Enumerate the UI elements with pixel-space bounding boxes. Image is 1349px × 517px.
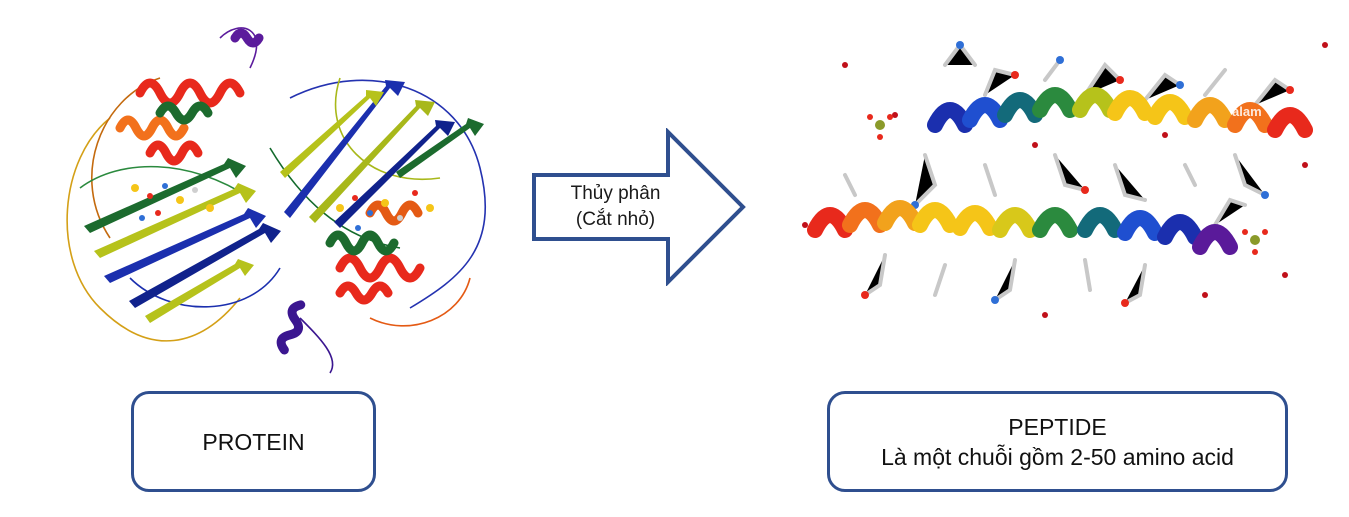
protein-label-box: PROTEIN	[131, 391, 376, 492]
peptide-label-box: PEPTIDE Là một chuỗi gồm 2-50 amino acid	[827, 391, 1288, 492]
protein-title: PROTEIN	[202, 428, 305, 455]
hydrolysis-arrow	[532, 128, 746, 286]
peptide-structure-image	[802, 41, 1328, 318]
arrow-label-line2: (Cắt nhỏ)	[575, 209, 656, 230]
arrow-label-line1: Thủy phân	[570, 183, 661, 204]
watermark-text: alam	[1232, 104, 1262, 119]
peptide-title: PEPTIDE	[1008, 413, 1107, 440]
protein-structure-image	[66, 27, 486, 374]
peptide-description: Là một chuỗi gồm 2-50 amino acid	[881, 443, 1234, 470]
